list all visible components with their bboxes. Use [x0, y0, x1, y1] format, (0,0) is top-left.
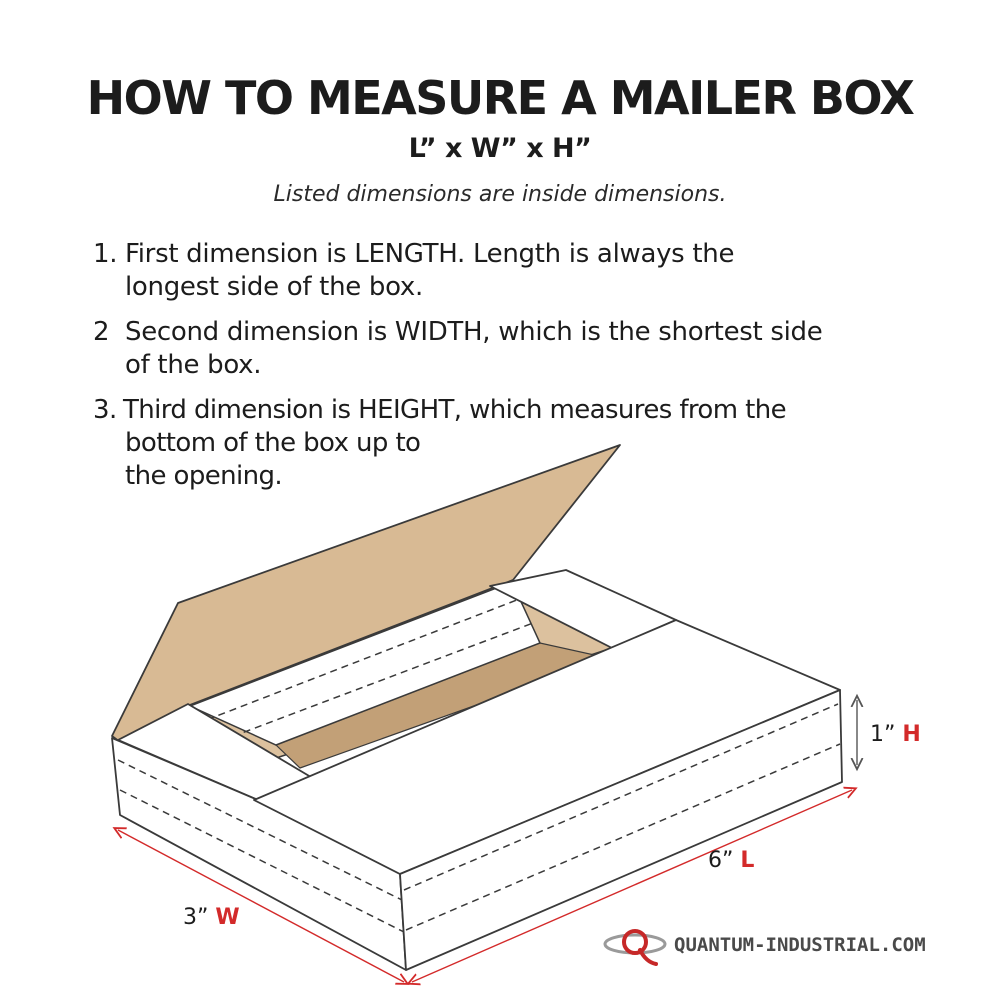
box-back-wall [188, 581, 542, 746]
brand-footer: QUANTUM-INDUSTRIAL.COM [602, 920, 926, 970]
step-height: 3.Third dimension is HEIGHT, which measu… [93, 394, 973, 493]
step-text-continued: bottom of the box up to [125, 428, 421, 458]
step-width: 2 Second dimension is WIDTH, which is the… [93, 316, 973, 382]
height-letter: H [902, 722, 921, 747]
page-title: HOW TO MEASURE A MAILER BOX [86, 71, 915, 125]
length-letter: L [740, 848, 755, 873]
step-text-continued: longest side of the box. [125, 272, 423, 302]
step-number: 1. [93, 239, 118, 269]
width-label: 3” W [183, 905, 240, 931]
length-dimension-line [412, 790, 852, 982]
step-text-continued: the opening. [125, 461, 283, 491]
measuring-steps: 1.First dimension is LENGTH. Length is a… [93, 238, 973, 505]
length-value: 6” [708, 848, 734, 873]
width-value: 3” [183, 905, 209, 930]
step-text: Third dimension is HEIGHT, which measure… [123, 395, 787, 425]
step-text: Second dimension is WIDTH, which is the … [125, 317, 823, 347]
width-dimension-line [118, 830, 404, 982]
dimensions-note: Listed dimensions are inside dimensions. [273, 182, 727, 207]
height-value: 1” [870, 722, 896, 747]
brand-name: QUANTUM-INDUSTRIAL.COM [674, 934, 926, 956]
step-number: 3. [93, 395, 117, 425]
length-label: 6” L [708, 848, 754, 874]
width-letter: W [215, 905, 240, 930]
page-subtitle: L” x W” x H” [408, 133, 592, 164]
height-label: 1” H [870, 722, 921, 748]
quantum-q-logo-icon [603, 929, 667, 966]
step-length: 1.First dimension is LENGTH. Length is a… [93, 238, 973, 304]
step-text: First dimension is LENGTH. Length is alw… [125, 239, 735, 269]
step-number: 2 [93, 317, 110, 347]
step-text-continued: of the box. [125, 350, 262, 380]
